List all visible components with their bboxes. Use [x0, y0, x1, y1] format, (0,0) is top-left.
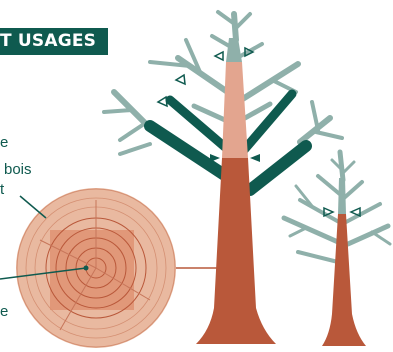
small-tree-trunk-lower: [322, 214, 366, 346]
big-tree-crown: [104, 12, 342, 154]
callout-line-bark: [20, 196, 46, 218]
small-tree-trunk: [338, 178, 346, 214]
